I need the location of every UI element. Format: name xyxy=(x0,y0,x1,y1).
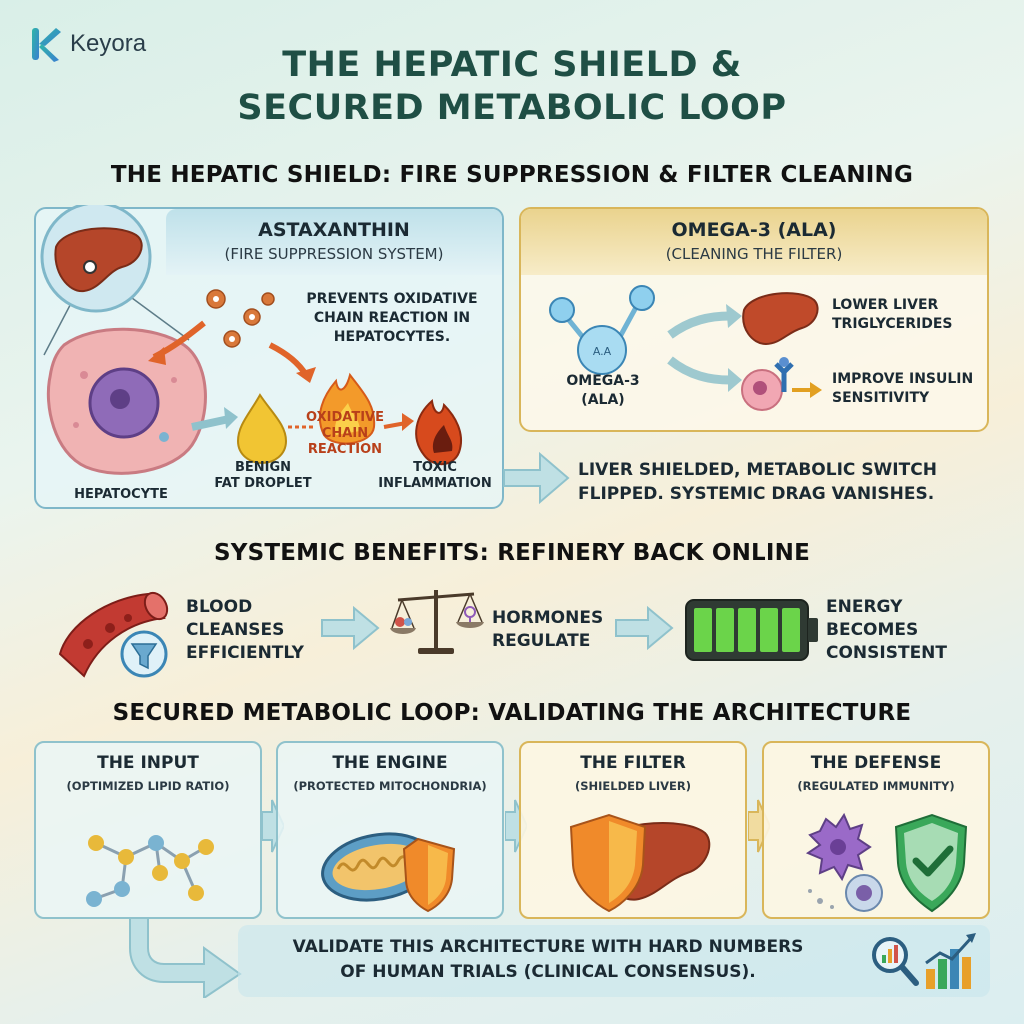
validate-box: VALIDATE THIS ARCHITECTURE WITH HARD NUM… xyxy=(238,925,990,997)
main-title: THE HEPATIC SHIELD & SECURED METABOLIC L… xyxy=(0,44,1024,130)
hepatocyte-label: HEPATOCYTE xyxy=(74,487,168,502)
section1-heading: THE HEPATIC SHIELD: FIRE SUPPRESSION & F… xyxy=(110,162,914,188)
benefit-arrow2-icon xyxy=(615,606,674,650)
validate-text: VALIDATE THIS ARCHITECTURE WITH HARD NUM… xyxy=(292,937,804,982)
validate-arrow-icon xyxy=(129,918,242,998)
benefit-arrow1-icon xyxy=(321,606,380,650)
liver-shield-icon xyxy=(569,813,711,913)
benefit-blood-label: BLOOD CLEANSES EFFICIENTLY xyxy=(186,597,304,663)
astaxanthin-title: ASTAXANTHIN xyxy=(258,219,410,241)
astaxanthin-illustration xyxy=(40,205,462,475)
omega-header: OMEGA-3 (ALA) (CLEANING THE FILTER) xyxy=(521,209,987,275)
data-analysis-icon xyxy=(872,933,976,989)
loop-card-defense: THE DEFENSE (REGULATED IMMUNITY) xyxy=(762,741,990,919)
insulin-receptor-icon xyxy=(774,362,794,392)
fat-droplet-icon xyxy=(236,393,288,465)
main-title-line1: THE HEPATIC SHIELD & xyxy=(282,45,742,85)
balance-scale-icon xyxy=(390,590,484,654)
main-title-line2: SECURED METABOLIC LOOP xyxy=(237,88,787,128)
result-arrow-icon xyxy=(503,451,570,505)
omega-effect1: LOWER LIVER TRIGLYCERIDES xyxy=(832,297,953,332)
keyora-logo-icon xyxy=(32,28,61,62)
omega-molecule-icon xyxy=(577,325,627,375)
toxic-label: TOXIC INFLAMMATION xyxy=(378,460,492,491)
droplet-label: BENIGN FAT DROPLET xyxy=(214,460,312,491)
reaction-label: OXIDATIVE CHAIN REACTION xyxy=(306,410,384,457)
benefit-hormones-label: HORMONES REGULATE xyxy=(492,608,604,651)
liver-icon xyxy=(54,227,143,293)
omega-effect2: IMPROVE INSULIN SENSITIVITY xyxy=(832,371,974,406)
loop-card-input: THE INPUT (OPTIMIZED LIPID RATIO) xyxy=(34,741,262,919)
brand-name: Keyora xyxy=(70,30,147,57)
astaxanthin-subtitle: (FIRE SUPPRESSION SYSTEM) xyxy=(224,245,444,263)
full-battery-icon xyxy=(685,599,818,661)
section3-heading: SECURED METABOLIC LOOP: VALIDATING THE A… xyxy=(112,700,912,726)
mitochondria-shield-icon xyxy=(321,832,456,913)
section2-heading: SYSTEMIC BENEFITS: REFINERY BACK ONLINE xyxy=(213,540,811,566)
brand-logo: Keyora xyxy=(28,24,146,64)
omega-illustration: A.A xyxy=(549,285,822,411)
benefit-energy-label: ENERGY BECOMES CONSISTENT xyxy=(826,597,948,663)
molecule-icon xyxy=(86,835,214,907)
astaxanthin-header: ASTAXANTHIN (FIRE SUPPRESSION SYSTEM) xyxy=(166,209,502,275)
omega-molecule-label: OMEGA-3 (ALA) xyxy=(566,373,640,408)
astaxanthin-note: PREVENTS OXIDATIVE CHAIN REACTION IN HEP… xyxy=(306,291,478,345)
omega-subtitle: (CLEANING THE FILTER) xyxy=(665,245,843,263)
loop-card-engine: THE ENGINE (PROTECTED MITOCHONDRIA) xyxy=(276,741,504,919)
loop-card-filter: THE FILTER (SHIELDED LIVER) xyxy=(519,741,747,919)
omega-title: OMEGA-3 (ALA) xyxy=(671,219,837,241)
molecule-text: A.A xyxy=(593,345,612,358)
result-text: LIVER SHIELDED, METABOLIC SWITCH FLIPPED… xyxy=(578,460,937,504)
blood-vessel-filter-icon xyxy=(58,591,169,678)
immune-check-icon xyxy=(805,812,968,913)
liver-icon xyxy=(742,292,819,346)
